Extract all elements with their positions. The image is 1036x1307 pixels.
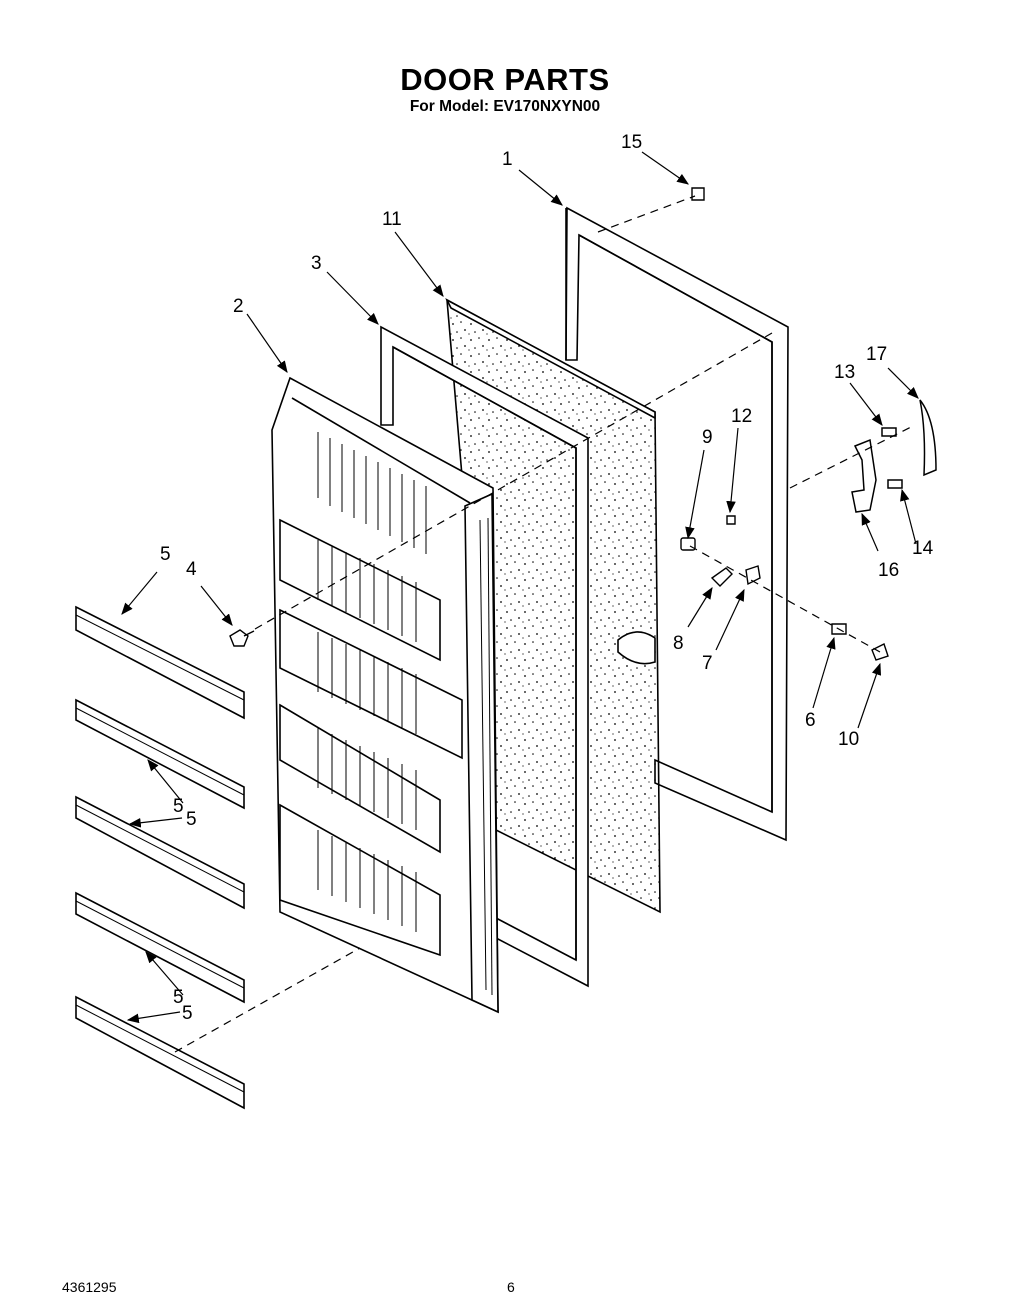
callout-17: 17: [866, 344, 888, 365]
alignment-lines: [175, 196, 915, 1052]
hinge-assembly: [852, 400, 936, 512]
page-title: DOOR PARTS: [400, 62, 610, 97]
callout-12: 12: [731, 406, 753, 427]
callout-7: 7: [702, 653, 713, 674]
shelf-retainer-bars: [76, 607, 244, 1108]
callout-5b: 5: [173, 796, 184, 817]
callout-16: 16: [878, 560, 900, 581]
callout-5d: 5: [173, 987, 184, 1008]
door-liner-frame: [381, 327, 588, 986]
callout-11: 11: [382, 209, 402, 230]
document-number: 4361295: [62, 1279, 117, 1295]
callout-14: 14: [912, 538, 934, 559]
model-subtitle: For Model: EV170NXYN00: [409, 98, 601, 115]
plug-15: [692, 188, 704, 200]
door-liner: [272, 378, 498, 1012]
callout-15: 15: [621, 132, 643, 153]
callout-1: 1: [502, 149, 513, 170]
callout-6: 6: [805, 710, 816, 731]
page-number: 6: [507, 1279, 515, 1295]
callout-leaders: [121, 152, 919, 1024]
callout-4: 4: [186, 559, 197, 580]
callout-9: 9: [702, 427, 713, 448]
callout-13: 13: [834, 362, 856, 383]
callout-10: 10: [838, 729, 860, 750]
callout-5e: 5: [182, 1003, 193, 1024]
callout-3: 3: [311, 253, 322, 274]
screw-4: [230, 630, 254, 646]
door-gasket-frame: [566, 208, 788, 840]
callout-5a: 5: [160, 544, 171, 565]
callout-8: 8: [673, 633, 684, 654]
callout-5c: 5: [186, 809, 197, 830]
callout-2: 2: [233, 296, 244, 317]
